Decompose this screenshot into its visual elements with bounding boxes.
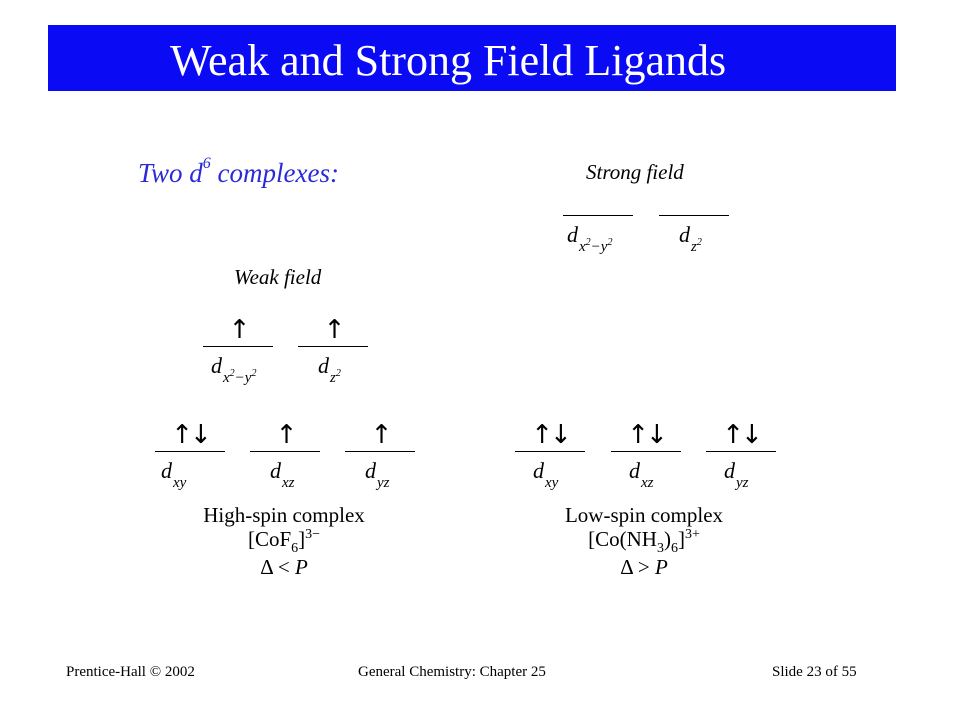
high-spin-caption: High-spin complex [CoF6]3− Δ < P: [154, 503, 414, 579]
orbital-label: dyz: [365, 458, 390, 491]
orbital-label: dyz: [724, 458, 749, 491]
subtitle-suffix: complexes:: [210, 158, 339, 188]
footer-publisher: Prentice-Hall © 2002: [66, 664, 195, 680]
energy-level-line: [345, 451, 415, 452]
orbital-weak-dyz: ↑ dyz: [345, 420, 415, 508]
low-spin-caption: Low-spin complex [Co(NH3)6]3+ Δ > P: [514, 503, 774, 579]
electron-arrows: ↑: [370, 420, 393, 450]
low-spin-name: Low-spin complex: [564, 503, 724, 527]
electron-arrows: [659, 184, 729, 214]
orbital-label: dxy: [161, 458, 187, 491]
orbital-label: dxy: [533, 458, 559, 491]
slide-title: Weak and Strong Field Ligands: [170, 36, 727, 85]
energy-level-line: [515, 451, 585, 452]
energy-level-line: [250, 451, 320, 452]
electron-arrows: ↑↓: [171, 420, 212, 450]
low-spin-relation: Δ > P: [620, 555, 668, 579]
electron-arrows: [563, 184, 633, 214]
energy-level-line: [563, 215, 633, 216]
electron-arrows: ↑: [228, 315, 251, 345]
energy-level-line: [659, 215, 729, 216]
energy-level-line: [203, 346, 273, 347]
orbital-weak-dxy: ↑↓ dxy: [155, 420, 225, 508]
high-spin-formula: [CoF6]3−: [247, 527, 321, 556]
orbital-strong-dxy: ↑↓ dxy: [515, 420, 585, 508]
title-bar: [48, 25, 896, 91]
orbital-strong-dyz: ↑↓ dyz: [706, 420, 776, 508]
orbital-label: dxz: [629, 458, 654, 491]
orbital-label: dz2: [679, 222, 702, 255]
electron-arrows: ↑↓: [722, 420, 763, 450]
weak-field-label: Weak field: [234, 265, 322, 289]
energy-level-line: [298, 346, 368, 347]
footer-slide-number: Slide 23 of 55: [772, 664, 857, 680]
electron-arrows: ↑: [323, 315, 346, 345]
low-spin-formula: [Co(NH3)6]3+: [588, 527, 700, 556]
orbital-weak-dz2: ↑ dz2: [298, 315, 368, 403]
energy-level-line: [611, 451, 681, 452]
orbital-label: dx2−y2: [211, 353, 257, 386]
subtitle: Two d6 complexes:: [138, 155, 339, 189]
orbital-strong-dxz: ↑↓ dxz: [611, 420, 681, 508]
energy-level-line: [706, 451, 776, 452]
orbital-strong-dx2y2: dx2−y2: [563, 184, 633, 272]
energy-level-line: [155, 451, 225, 452]
high-spin-name: High-spin complex: [203, 503, 365, 527]
orbital-strong-dz2: dz2: [659, 184, 729, 272]
orbital-label: dxz: [270, 458, 295, 491]
electron-arrows: ↑↓: [531, 420, 572, 450]
high-spin-relation: Δ < P: [260, 555, 308, 579]
orbital-weak-dxz: ↑ dxz: [250, 420, 320, 508]
subtitle-prefix: Two d: [138, 158, 203, 188]
orbital-label: dx2−y2: [567, 222, 613, 255]
strong-field-label: Strong field: [586, 160, 684, 184]
orbital-label: dz2: [318, 353, 341, 386]
orbital-weak-dx2y2: ↑ dx2−y2: [203, 315, 273, 403]
subtitle-superscript: 6: [202, 155, 211, 172]
electron-arrows: ↑↓: [627, 420, 668, 450]
electron-arrows: ↑: [275, 420, 298, 450]
footer-chapter: General Chemistry: Chapter 25: [358, 664, 546, 680]
